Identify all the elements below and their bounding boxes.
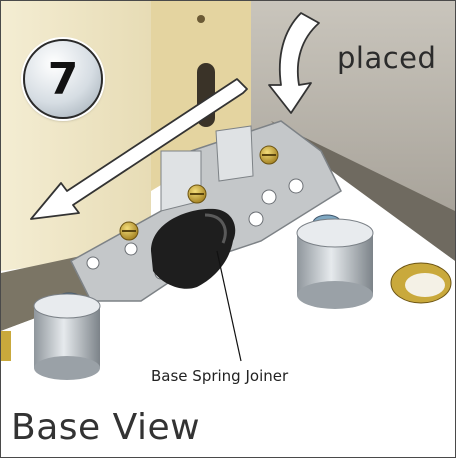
part-label: Base Spring Joiner: [151, 367, 289, 385]
view-caption: Base View: [11, 407, 201, 448]
bracket-hole: [124, 242, 138, 256]
leader-line: [216, 250, 242, 362]
panel-hole: [197, 15, 205, 23]
bushing-opening: [405, 273, 445, 297]
spring-joiner-highlight: [204, 213, 227, 244]
diagonal-arrow-icon: [30, 78, 248, 220]
bracket-hole: [261, 189, 277, 205]
step-number: 7: [47, 53, 79, 105]
bracket-hole: [86, 256, 100, 270]
bracket-tab-right: [215, 125, 254, 182]
placed-label: placed: [337, 41, 437, 75]
right-foot-top: [296, 218, 374, 248]
curved-down-arrow-icon: [268, 12, 320, 114]
right-back-panel: [251, 1, 455, 215]
edge-brass-detail: [1, 331, 11, 361]
bracket-hole: [248, 211, 264, 227]
bracket-hole: [288, 178, 304, 194]
step-badge-icon: 7: [23, 39, 103, 119]
spring-joiner: [151, 208, 236, 289]
left-foot-top: [33, 293, 101, 319]
left-foot-bottom: [34, 356, 100, 380]
right-foot-bottom: [297, 281, 373, 309]
